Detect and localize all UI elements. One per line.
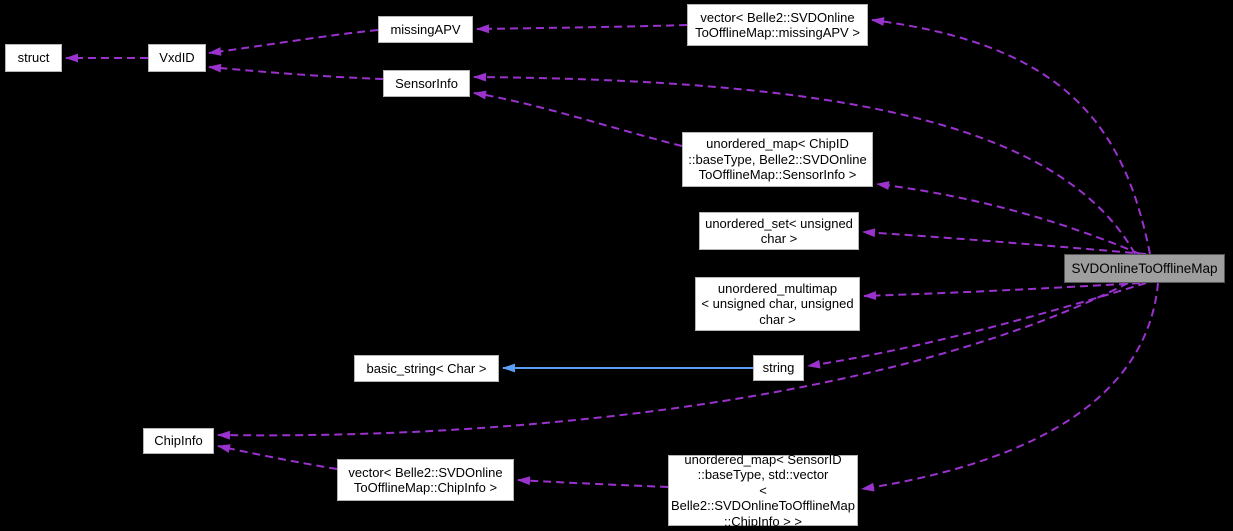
node-basicstring[interactable]: basic_string< Char > [354, 355, 499, 382]
edge-mapsensorid-vectorchipinfo [517, 476, 669, 488]
node-string[interactable]: string [753, 355, 804, 381]
edge-main-mapsensorid [861, 282, 1159, 492]
node-vector-missingapv[interactable]: vector< Belle2::SVDOnline ToOfflineMap::… [687, 4, 868, 46]
edge-main-sensorinfo [473, 72, 1136, 255]
edge-main-unorderedset [862, 228, 1147, 255]
edge-main-mapchipid [876, 181, 1141, 255]
node-svdonlinetoofflinemap-main: SVDOnlineToOfflineMap [1064, 254, 1225, 283]
node-missingapv[interactable]: missingAPV [378, 16, 473, 43]
edge-main-vectormissingapv [871, 17, 1151, 255]
node-vxdid[interactable]: VxdID [148, 44, 206, 72]
node-unorderedmap-sensorid[interactable]: unordered_map< SensorID ::baseType, std:… [668, 452, 858, 529]
edge-vectorchipinfo-chipinfo [217, 444, 338, 470]
node-unorderedset[interactable]: unordered_set< unsigned char > [699, 212, 859, 250]
edge-main-string [807, 282, 1147, 369]
node-vector-chipinfo[interactable]: vector< Belle2::SVDOnline ToOfflineMap::… [337, 459, 514, 501]
node-unorderedmap-chipid[interactable]: unordered_map< ChipID ::baseType, Belle2… [682, 132, 873, 187]
edge-main-unorderedmultimap [863, 282, 1141, 300]
node-struct[interactable]: struct [5, 44, 62, 72]
edge-main-chipinfo [217, 282, 1129, 440]
edge-missingapv-vxdid [208, 29, 379, 56]
node-sensorinfo[interactable]: SensorInfo [383, 70, 470, 97]
edge-mapchipid-sensorinfo [473, 90, 683, 147]
edge-sensorinfo-vxdid [208, 63, 384, 80]
node-unorderedmultimap[interactable]: unordered_multimap < unsigned char, unsi… [695, 277, 860, 331]
edge-vectormissingapv-missingapv [476, 24, 688, 34]
node-chipinfo[interactable]: ChipInfo [143, 428, 214, 454]
